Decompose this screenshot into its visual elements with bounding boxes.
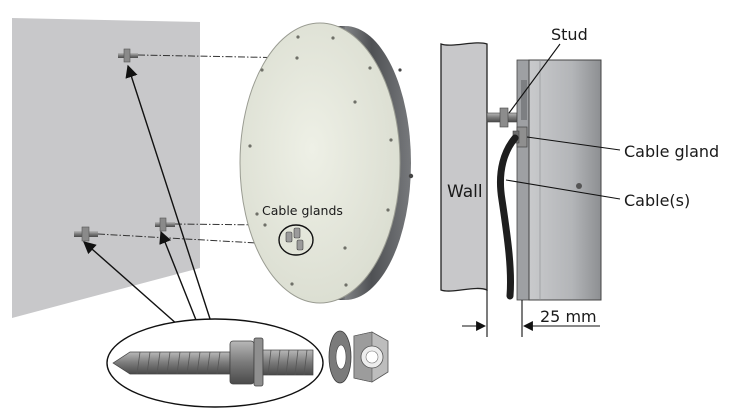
gap-label: 25 mm <box>540 307 597 326</box>
side-cable <box>496 134 519 300</box>
gap-dimension <box>462 290 600 337</box>
wall-label: Wall <box>447 182 483 202</box>
stud-arrows <box>83 64 213 326</box>
washer <box>328 330 352 384</box>
cable-gland-label: Cable gland <box>624 142 719 161</box>
wall-stud-bottom <box>74 226 98 242</box>
wall-section <box>440 42 488 292</box>
stud-label: Stud <box>551 25 588 44</box>
stud-detail <box>106 318 324 408</box>
side-stud <box>486 107 518 128</box>
antenna-disc <box>239 22 414 304</box>
wall-stud-top <box>118 48 138 63</box>
cable-glands-label: Cable glands <box>262 203 343 218</box>
antenna-side-view <box>516 59 602 301</box>
cable-glands <box>278 224 314 256</box>
hex-nut <box>353 331 389 383</box>
cables-label: Cable(s) <box>624 191 690 210</box>
wall-panel <box>12 18 200 318</box>
callout-lines <box>505 43 621 200</box>
